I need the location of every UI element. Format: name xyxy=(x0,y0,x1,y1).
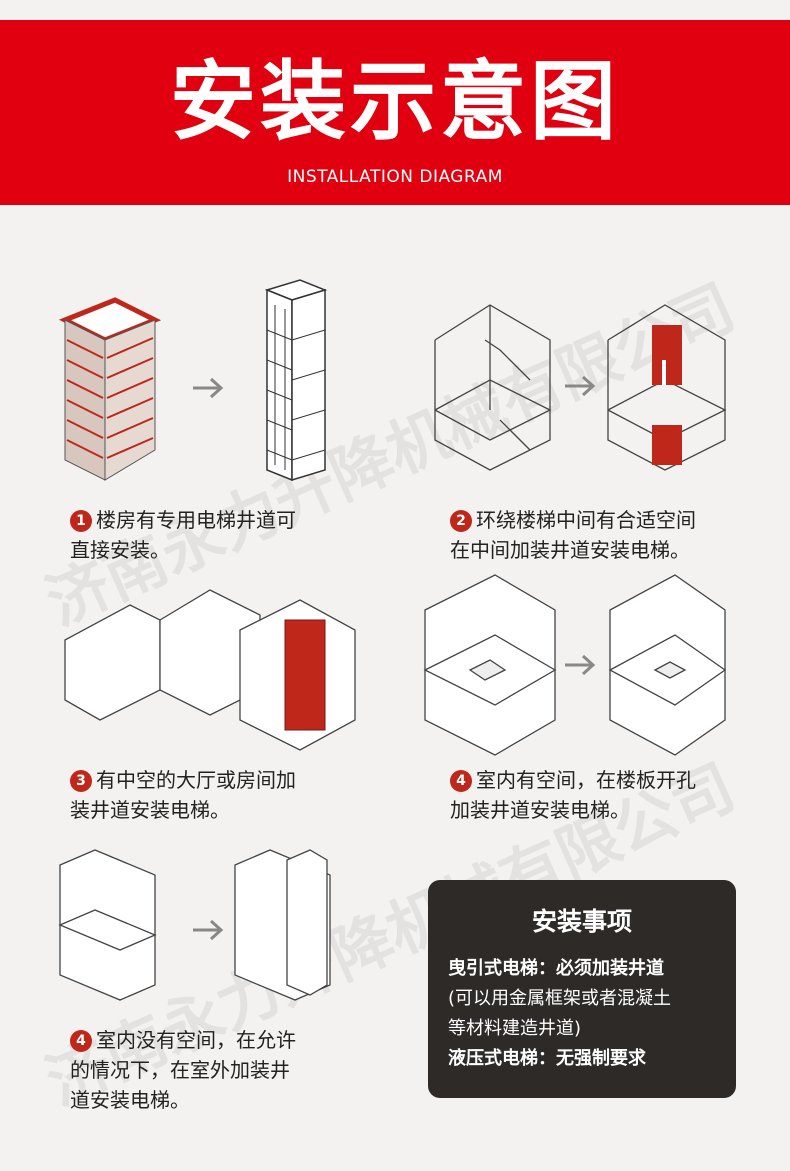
hall-illustration xyxy=(64,589,356,751)
floor-opening-illustration xyxy=(423,574,727,756)
step-line: 有中空的大厅或房间加 xyxy=(96,768,296,792)
step-line: 室内有空间，在楼板开孔 xyxy=(476,768,696,792)
notice-traction: 曳引式电梯：必须加装井道 xyxy=(448,958,664,979)
header-banner: 安装示意图 INSTALLATION DIAGRAM xyxy=(0,20,790,205)
step-line: 道安装电梯。 xyxy=(70,1088,190,1112)
step-number-badge: 4 xyxy=(450,770,472,792)
outdoor-shaft-illustration xyxy=(58,849,331,1001)
step-number-badge: 3 xyxy=(70,770,92,792)
step-line: 加装井道安装电梯。 xyxy=(450,798,630,822)
installation-notice-box: 安装事项 曳引式电梯：必须加装井道 (可以用金属框架或者混凝土 等材料建造井道)… xyxy=(428,880,736,1098)
notice-hydraulic: 液压式电梯：无强制要求 xyxy=(448,1048,646,1069)
page-title: 安装示意图 xyxy=(170,52,620,152)
notice-traction-note-cont: 等材料建造井道) xyxy=(448,1018,582,1039)
step-line: 在中间加装井道安装电梯。 xyxy=(450,538,690,562)
step-line: 的情况下，在室外加装井 xyxy=(70,1058,290,1082)
notice-traction-note: (可以用金属框架或者混凝土 xyxy=(448,988,672,1009)
step-line: 楼房有专用电梯井道可 xyxy=(96,508,296,532)
step-line: 直接安装。 xyxy=(70,538,170,562)
step-number-badge: 2 xyxy=(450,510,472,532)
step-line: 室内没有空间，在允许 xyxy=(96,1028,296,1052)
step-number-badge: 4 xyxy=(70,1030,92,1052)
page-subtitle: INSTALLATION DIAGRAM xyxy=(287,167,503,187)
staircase-illustration xyxy=(434,304,727,471)
arrow-right-icon xyxy=(193,377,224,399)
building-illustration xyxy=(58,279,328,482)
step-number-badge: 1 xyxy=(70,510,92,532)
arrow-right-icon xyxy=(565,375,596,397)
notice-title: 安装事项 xyxy=(531,907,632,936)
arrow-right-icon xyxy=(193,919,224,941)
step-line: 环绕楼梯中间有合适空间 xyxy=(476,508,696,532)
arrow-right-icon xyxy=(565,654,596,676)
step-line: 装井道安装电梯。 xyxy=(70,798,230,822)
